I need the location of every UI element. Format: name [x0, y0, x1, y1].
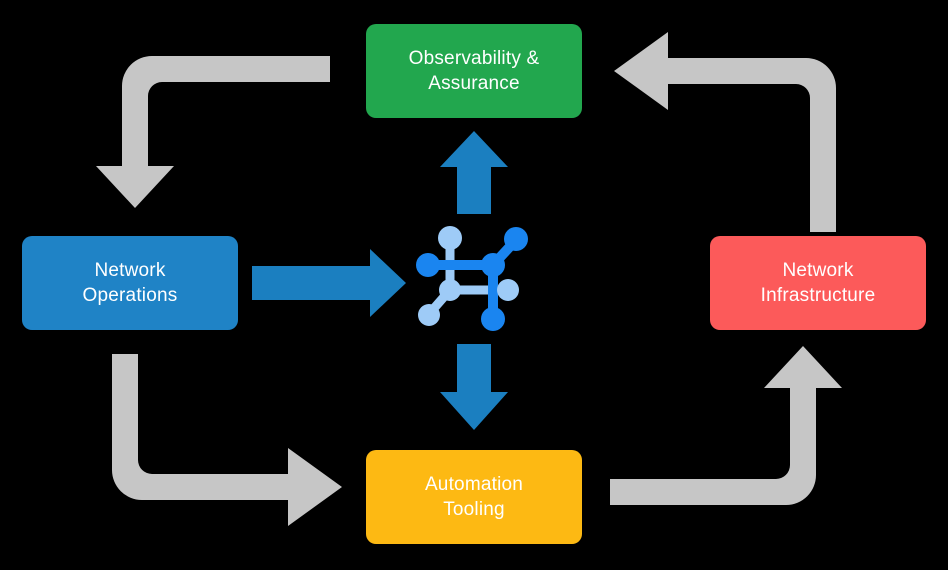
- node-observability-assurance-label: Observability & Assurance: [408, 47, 540, 94]
- connector-center-to-automation: [440, 344, 508, 430]
- connector-operations-to-center: [252, 249, 406, 317]
- node-automation-tooling-label: Automation Tooling: [424, 473, 524, 520]
- node-network-infrastructure[interactable]: Network Infrastructure: [710, 236, 926, 330]
- network-topology-icon: [416, 226, 528, 331]
- connector-infrastructure-to-observability: [614, 32, 836, 232]
- connector-center-to-observability: [440, 131, 508, 214]
- connector-observability-to-operations: [96, 56, 330, 208]
- connector-operations-to-automation: [112, 354, 342, 526]
- node-network-operations-label: Network Operations: [82, 259, 178, 306]
- node-network-operations[interactable]: Network Operations: [22, 236, 238, 330]
- node-observability-assurance[interactable]: Observability & Assurance: [366, 24, 582, 118]
- node-network-infrastructure-label: Network Infrastructure: [760, 259, 876, 306]
- node-automation-tooling[interactable]: Automation Tooling: [366, 450, 582, 544]
- connector-automation-to-infrastructure: [610, 346, 842, 505]
